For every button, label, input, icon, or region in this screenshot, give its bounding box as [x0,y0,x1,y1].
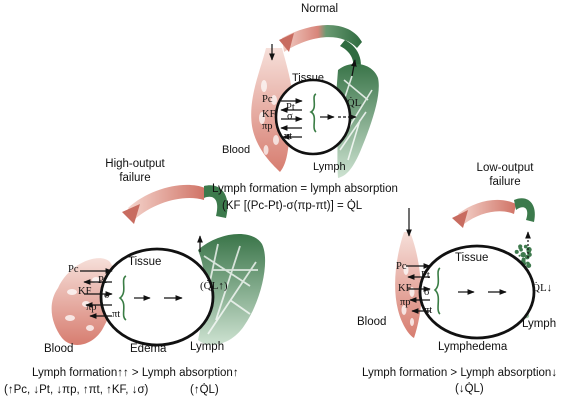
vessel-texture [65,277,100,331]
brace [433,267,441,315]
high-blood-label: Blood [44,343,74,355]
lymph-network [198,233,266,345]
low-force-pip: πp [400,297,411,308]
normal-force-kf: KF [262,109,276,120]
return-tube [282,24,362,52]
high-force-kf: KF [78,286,92,297]
blood-vessel [251,48,294,172]
high-force-pit: πt [112,309,121,320]
normal-q-label: Q̇L [347,98,361,109]
force-arrows [406,208,531,314]
low-blood-label: Blood [357,316,387,328]
normal-blood-label: Blood [222,144,251,156]
return-tube [458,199,516,224]
tissue-circle [418,244,536,340]
tissue-circle [99,247,215,347]
return-arrowhead [122,204,140,224]
high-lymph-label: Lymph [190,341,225,353]
lymph-network [336,63,379,178]
normal-force-pip: πp [262,121,273,132]
lymph-dot [518,254,521,257]
high-force-pip: πp [86,302,97,313]
high-caption-1: Lymph formation↑↑ > Lymph absorption↑ [32,367,239,379]
high-caption-3: (↑Q̇L) [190,384,219,396]
return-arrowhead [279,33,294,52]
low-force-pt: Pt [421,270,430,281]
low-force-kf: KF [398,283,412,294]
normal-force-pit: πt [284,131,293,142]
normal-force-sigma: σ [287,111,293,122]
normal-caption-1: Lymph formation = lymph absorption [212,183,398,195]
lymph-dot [521,252,526,256]
low-q-label: Q̇L↓ [532,282,553,294]
high-q-label: (Q̇L↑) [200,280,228,292]
normal-caption-2: (KF [(Pc-Pt)-σ(πp-πt)] = Q̇L [222,200,363,212]
return-tube [128,184,205,220]
return-arrowhead [452,210,468,228]
return-tube-lymph [514,198,535,222]
normal-force-pc: Pc [262,94,273,105]
lymph-dot [518,244,523,249]
high-title: High-output failure [105,158,165,185]
low-tissue-label: Tissue [455,252,489,264]
normal-lymph-label: Lymph [313,161,346,173]
low-caption-2: (↓Q̇L) [455,383,484,395]
normal-tissue-label: Tissue [292,72,324,84]
high-tissue-label: Tissue [128,256,162,268]
low-title: Low-output failure [476,162,534,189]
normal-force-pt: Pt [286,102,295,113]
panel-normal [251,24,379,178]
lymph-dot [526,263,532,268]
brace [118,275,127,321]
low-lymph-label: Lymph [522,318,557,330]
low-lymphedema-label: Lymphedema [438,341,508,353]
low-force-pc: Pc [396,261,407,272]
force-arrows [269,44,357,140]
lymph-dot [523,244,528,249]
low-caption-1: Lymph formation > Lymph absorption↓ [362,367,558,379]
vessel-texture [259,80,279,155]
high-force-sigma: σ [104,290,110,301]
high-caption-2: (↑Pc, ↓Pt, ↓πp, ↑πt, ↑KF, ↓σ) [4,384,149,396]
lymph-dot [516,250,519,254]
panel-low-output [395,198,536,340]
normal-title: Normal [301,3,339,15]
low-force-pit: πt [424,305,433,316]
panel-high-output [51,184,266,347]
high-force-pc: Pc [68,264,79,275]
high-edema-label: Edema [130,343,167,355]
brace [309,93,317,133]
return-tube-lymph [204,185,228,218]
low-force-sigma: σ [424,287,430,298]
force-arrows [80,235,203,319]
lymph-dot [519,247,523,252]
high-force-pt: Pt [98,275,107,286]
